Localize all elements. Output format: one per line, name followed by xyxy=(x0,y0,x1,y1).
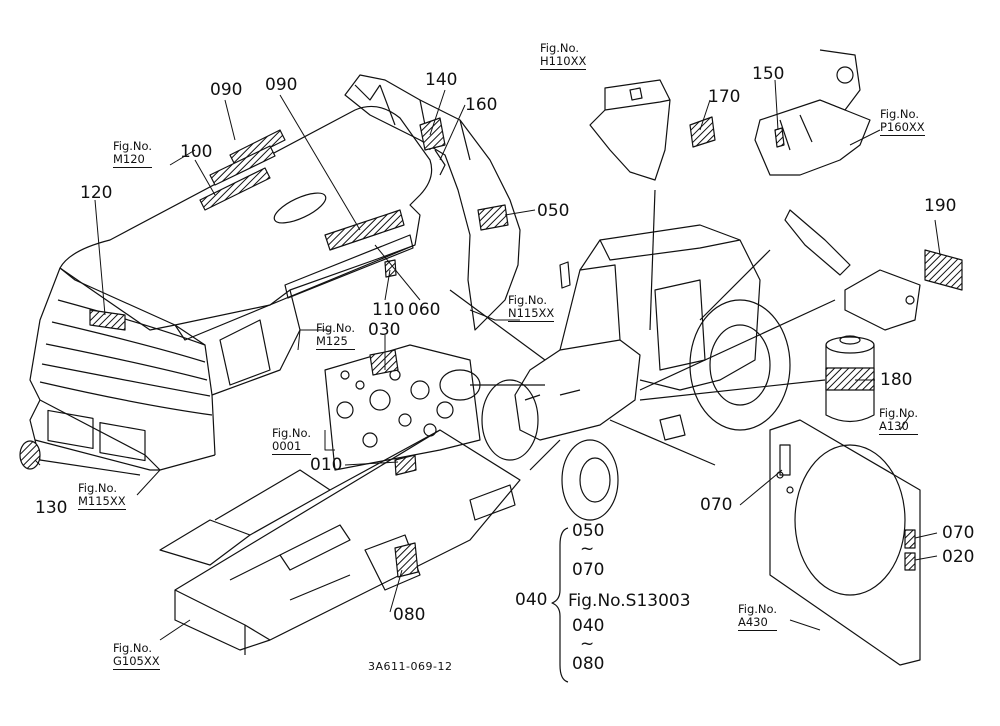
part-label-190: 190 xyxy=(924,196,957,216)
group-range2-to: 080 xyxy=(572,654,605,674)
figref-n115: Fig.No. N115XX xyxy=(508,293,555,322)
chassis-frame xyxy=(159,429,521,655)
hood-panel xyxy=(19,105,433,476)
figref-label: Fig.No. xyxy=(78,481,118,495)
part-label-080: 080 xyxy=(393,605,426,625)
group-range2-tilde: ~ xyxy=(580,634,595,654)
figref-code: 0001 xyxy=(272,440,312,455)
part-label-070: 070 xyxy=(700,495,733,515)
radiator-plate xyxy=(769,419,921,666)
group-range1-from: 050 xyxy=(572,521,605,541)
part-label-090: 090 xyxy=(210,80,243,100)
part-label-130: 130 xyxy=(35,498,68,518)
figref-p160: Fig.No. P160XX xyxy=(880,108,925,136)
assembly-arrows xyxy=(449,189,836,471)
figref-label: Fig.No. xyxy=(316,321,356,335)
part-label-140: 140 xyxy=(425,70,458,90)
part-label-180: 180 xyxy=(880,370,913,390)
figref-m120: Fig.No. M120 xyxy=(113,139,153,168)
figref-g105: Fig.No. G105XX xyxy=(113,642,160,670)
figref-code: N115XX xyxy=(508,306,555,322)
part-label-160: 160 xyxy=(465,95,498,115)
figref-h110: Fig.No. H110XX xyxy=(540,41,587,70)
part-label-170: 170 xyxy=(708,87,741,107)
figref-label: Fig.No. xyxy=(738,602,778,616)
group-figref: Fig.No.S13003 xyxy=(568,591,691,611)
mount-bracket xyxy=(754,49,871,276)
figref-code: M125 xyxy=(316,335,356,350)
tractor xyxy=(481,224,791,521)
figref-code: M115XX xyxy=(78,494,126,510)
figref-label: Fig.No. xyxy=(272,426,312,440)
figref-a430: Fig.No. A430 xyxy=(738,602,778,631)
figref-label: Fig.No. xyxy=(540,41,580,55)
figref-code: H110XX xyxy=(540,54,587,70)
group-label: 040 xyxy=(515,590,548,610)
frame-plate xyxy=(324,344,481,471)
part-label-100: 100 xyxy=(180,142,213,162)
figref-m115: Fig.No. M115XX xyxy=(78,482,126,510)
part-label-020: 020 xyxy=(942,547,975,567)
part-label-050: 050 xyxy=(537,201,570,221)
part-label-070: 070 xyxy=(942,523,975,543)
drawing-code: 3A611-069-12 xyxy=(368,660,453,673)
hose-connector xyxy=(844,249,963,331)
part-label-030: 030 xyxy=(368,320,401,340)
side-panel xyxy=(344,74,521,331)
figref-code: A430 xyxy=(738,616,778,631)
part-label-110: 110 xyxy=(372,300,405,320)
group-range1-to: 070 xyxy=(572,560,605,580)
figref-code: P160XX xyxy=(880,120,925,136)
figref-m125: Fig.No. M125 xyxy=(316,321,356,350)
part-label-010: 010 xyxy=(310,455,343,475)
figref-label: Fig.No. xyxy=(880,107,920,121)
figref-code: G105XX xyxy=(113,654,160,670)
figref-code: M120 xyxy=(113,153,153,168)
group-brace xyxy=(551,527,569,683)
figref-0001: Fig.No. 0001 xyxy=(272,426,312,455)
group-range1-tilde: ~ xyxy=(580,539,595,559)
figref-label: Fig.No. xyxy=(113,139,153,153)
figref-label: Fig.No. xyxy=(113,641,153,655)
part-label-120: 120 xyxy=(80,183,113,203)
figref-a130: Fig.No. A130 xyxy=(879,406,919,435)
leader-lines xyxy=(34,79,941,641)
cab-bracket xyxy=(589,79,716,181)
group-range2-from: 040 xyxy=(572,616,605,636)
receiver-dryer xyxy=(825,335,875,423)
part-label-060: 060 xyxy=(408,300,441,320)
part-label-090: 090 xyxy=(265,75,298,95)
part-label-150: 150 xyxy=(752,64,785,84)
figref-label: Fig.No. xyxy=(879,406,919,420)
figref-label: Fig.No. xyxy=(508,293,548,307)
figref-code: A130 xyxy=(879,420,919,435)
